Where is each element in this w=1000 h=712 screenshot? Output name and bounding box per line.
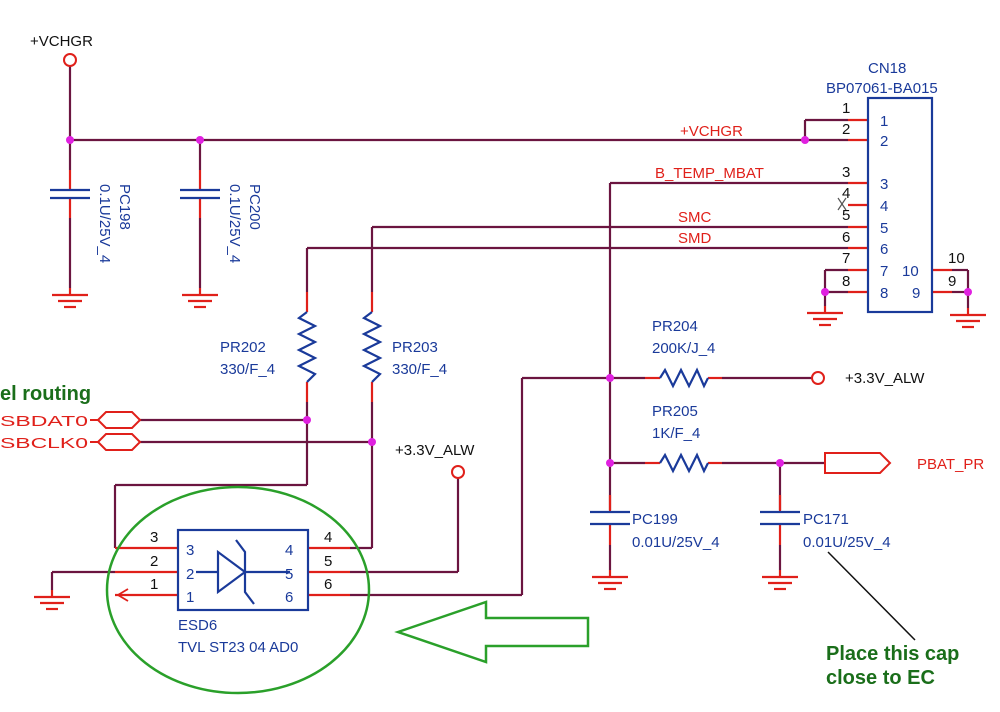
net-label-smc: SMC xyxy=(678,209,712,226)
ground-icon xyxy=(807,306,843,327)
esd-pin-number: 4 xyxy=(324,529,332,546)
capacitor-pc199 xyxy=(590,510,630,526)
note-leader-line xyxy=(827,551,916,641)
routing-note: el routing xyxy=(0,383,91,405)
vchgr-power-symbol xyxy=(63,53,77,67)
connector-part: BP07061-BA015 xyxy=(826,80,938,97)
ground-icon xyxy=(34,590,70,611)
offpage-connector-sbdat xyxy=(96,411,142,429)
pin-label: 3 xyxy=(880,176,888,193)
pin-number: 7 xyxy=(842,250,850,267)
pin-number: 1 xyxy=(842,100,850,117)
highlight-ellipse xyxy=(105,485,371,695)
res-pr202-value: 330/F_4 xyxy=(220,361,275,378)
net-label-vchgr: +VCHGR xyxy=(680,123,743,140)
resistor-pr202 xyxy=(296,311,318,383)
pin-label: 10 xyxy=(902,263,919,280)
ground-icon xyxy=(592,570,628,591)
cap-pc171-ref: PC171 xyxy=(803,511,849,528)
capacitor-pc198 xyxy=(50,188,90,200)
cap-pc171-value: 0.01U/25V_4 xyxy=(803,534,891,551)
pin-number: 6 xyxy=(842,229,850,246)
esd-pin-number: 1 xyxy=(150,576,158,593)
alw-power-label-right: +3.3V_ALW xyxy=(845,370,925,387)
pin-number: 5 xyxy=(842,207,850,224)
pin-label: 5 xyxy=(880,220,888,237)
ground-icon xyxy=(762,570,798,591)
cap-pc200-ref: PC200 xyxy=(246,184,263,230)
pin-number: 9 xyxy=(948,273,956,290)
res-pr203-value: 330/F_4 xyxy=(392,361,447,378)
resistor-pr203 xyxy=(361,311,383,383)
pin-number: 10 xyxy=(948,250,965,267)
cap-pc198-ref: PC198 xyxy=(116,184,133,230)
esd-pin-number: 5 xyxy=(324,553,332,570)
res-pr202-ref: PR202 xyxy=(220,339,266,356)
pin-stubs xyxy=(68,118,952,597)
ground-icon xyxy=(52,288,88,309)
cap-pc199-value: 0.01U/25V_4 xyxy=(632,534,720,551)
resistor-pr205 xyxy=(659,452,709,474)
esd-pin-label: 5 xyxy=(285,566,293,583)
arrow-left-icon xyxy=(116,588,129,602)
cap-pc199-ref: PC199 xyxy=(632,511,678,528)
pin-number: 4 xyxy=(842,185,850,202)
offpage-connector-sbclk xyxy=(96,433,142,451)
net-label-pbat: PBAT_PR xyxy=(917,456,984,473)
res-pr203-ref: PR203 xyxy=(392,339,438,356)
pin-number: 3 xyxy=(842,164,850,181)
ground-icon xyxy=(950,308,986,329)
pin-label: 2 xyxy=(880,133,888,150)
pin-label: 9 xyxy=(912,285,920,302)
pin-number: 8 xyxy=(842,273,850,290)
esd-part: TVL ST23 04 AD0 xyxy=(178,639,298,656)
pin-number: 2 xyxy=(842,121,850,138)
place-cap-note-line1: Place this cap xyxy=(826,643,959,665)
pin-label: 8 xyxy=(880,285,888,302)
esd-pin-label: 2 xyxy=(186,566,194,583)
connector-ref: CN18 xyxy=(868,60,906,77)
junctions xyxy=(66,136,972,467)
esd-pin-label: 1 xyxy=(186,589,194,606)
pin-label: 7 xyxy=(880,263,888,280)
alw-power-label-mid: +3.3V_ALW xyxy=(395,442,475,459)
esd-pin-number: 2 xyxy=(150,553,158,570)
place-cap-note-line2: close to EC xyxy=(826,667,935,689)
cap-pc200-value: 0.1U/25V_4 xyxy=(226,184,243,263)
esd-ref: ESD6 xyxy=(178,617,217,634)
esd-pin-label: 4 xyxy=(285,542,293,559)
offpage-connector-pbat xyxy=(824,452,892,474)
vchgr-power-label: +VCHGR xyxy=(30,33,93,50)
capacitor-pc200 xyxy=(180,188,220,200)
highlight-arrow-icon xyxy=(394,600,590,664)
esd-pin-number: 6 xyxy=(324,576,332,593)
alw-power-symbol-right xyxy=(811,371,825,385)
resistor-pr204 xyxy=(659,367,709,389)
ground-icon xyxy=(182,288,218,309)
connector-cn18 xyxy=(866,96,934,314)
capacitor-pc171 xyxy=(760,510,800,526)
pin-label: 4 xyxy=(880,198,888,215)
cap-pc198-value: 0.1U/25V_4 xyxy=(96,184,113,263)
res-pr205-value: 1K/F_4 xyxy=(652,425,700,442)
esd-pin-number: 3 xyxy=(150,529,158,546)
net-label-sbdat: SBDAT0 xyxy=(0,413,88,430)
no-connect-mark xyxy=(837,197,847,211)
res-pr204-value: 200K/J_4 xyxy=(652,340,715,357)
net-label-sbclk: SBCLK0 xyxy=(0,435,88,452)
esd-pin-label: 6 xyxy=(285,589,293,606)
res-pr204-ref: PR204 xyxy=(652,318,698,335)
net-label-smd: SMD xyxy=(678,230,712,247)
esd-pin-label: 3 xyxy=(186,542,194,559)
pin-label: 6 xyxy=(880,241,888,258)
tvs-diode-icon xyxy=(196,539,290,605)
pin-label: 1 xyxy=(880,113,888,130)
wires xyxy=(50,66,970,597)
alw-power-symbol-mid xyxy=(451,465,465,479)
ground-symbols xyxy=(34,288,986,611)
res-pr205-ref: PR205 xyxy=(652,403,698,420)
net-label-btemp: B_TEMP_MBAT xyxy=(655,165,764,182)
